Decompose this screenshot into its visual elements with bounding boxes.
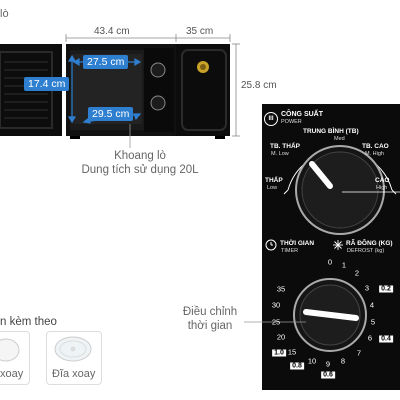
snowflake-icon — [332, 239, 344, 251]
power-subtitle: POWER — [281, 119, 302, 125]
accessory-item1-caption: xoay — [0, 368, 24, 380]
cavity-width-label: 27.5 cm — [83, 55, 129, 69]
cavity-height-label: 17.4 cm — [24, 77, 70, 91]
defrost-label: RÃ ĐÔNG (KG) — [346, 240, 393, 247]
power-low-sub: Low — [267, 185, 278, 191]
power-mlow-sub: M. Low — [271, 151, 289, 157]
timer-callout-line1: Điều chỉnh — [182, 306, 238, 318]
power-mhigh-sub: M. High — [365, 151, 384, 157]
power-mlow-label: TB. THẤP — [270, 143, 300, 150]
power-med-sub: Med — [334, 136, 345, 142]
defrost-val-0-2: 0.2 — [379, 285, 393, 293]
height-label: 25.8 cm — [241, 80, 277, 91]
timer-num-20: 20 — [276, 332, 286, 342]
defrost-val-0-6: 0.6 — [321, 371, 335, 379]
timer-num-10: 10 — [307, 356, 317, 366]
timer-icon — [265, 239, 277, 251]
timer-num-4: 4 — [369, 300, 375, 310]
timer-num-30: 30 — [271, 300, 281, 310]
defrost-val-1-0: 1.0 — [272, 349, 286, 357]
defrost-val-0-8: 0.8 — [290, 362, 304, 370]
timer-num-6: 6 — [367, 333, 373, 343]
cavity-caption-line1: Khoang lò — [114, 150, 166, 162]
power-high-sub: High — [376, 185, 388, 191]
timer-num-7: 7 — [356, 348, 362, 358]
power-mhigh-label: TB. CAO — [362, 143, 389, 150]
power-med-label: TRUNG BÌNH (TB) — [303, 128, 359, 135]
timer-num-2: 2 — [354, 268, 360, 278]
cavity-caption-line2: Dung tích sử dụng 20L — [81, 164, 199, 176]
defrost-sub: DEFROST (kg) — [347, 248, 385, 254]
timer-num-3: 3 — [364, 283, 370, 293]
timer-knob[interactable] — [294, 279, 366, 351]
power-roman-badge: III — [264, 112, 278, 126]
timer-num-8: 8 — [340, 356, 346, 366]
timer-num-1: 1 — [341, 260, 347, 270]
defrost-val-0-4: 0.4 — [379, 335, 393, 343]
timer-num-0: 0 — [327, 257, 333, 267]
power-title: CÔNG SUẤT — [281, 111, 323, 118]
power-low-label: THẤP — [265, 177, 283, 184]
accessory-item2-caption: Đĩa xoay — [52, 368, 96, 380]
power-knob[interactable] — [296, 146, 384, 234]
timer-num-9: 9 — [325, 359, 331, 369]
timer-num-35: 35 — [276, 284, 286, 294]
timer-num-25: 25 — [271, 317, 281, 327]
width-label: 43.4 cm — [94, 26, 130, 37]
accessories-heading: n kèm theo — [0, 316, 57, 328]
power-high-label: CAO — [375, 177, 390, 184]
timer-sub: TIMER — [281, 248, 299, 254]
timer-num-5: 5 — [370, 317, 376, 327]
partial-top-text: lò — [0, 8, 9, 20]
depth-label: 35 cm — [186, 26, 214, 37]
cavity-depth-label: 29.5 cm — [88, 107, 134, 121]
timer-num-15: 15 — [287, 347, 297, 357]
timer-label: THỜI GIAN — [280, 240, 315, 247]
timer-callout-line2: thời gian — [187, 320, 233, 332]
plate-icons — [0, 336, 92, 362]
